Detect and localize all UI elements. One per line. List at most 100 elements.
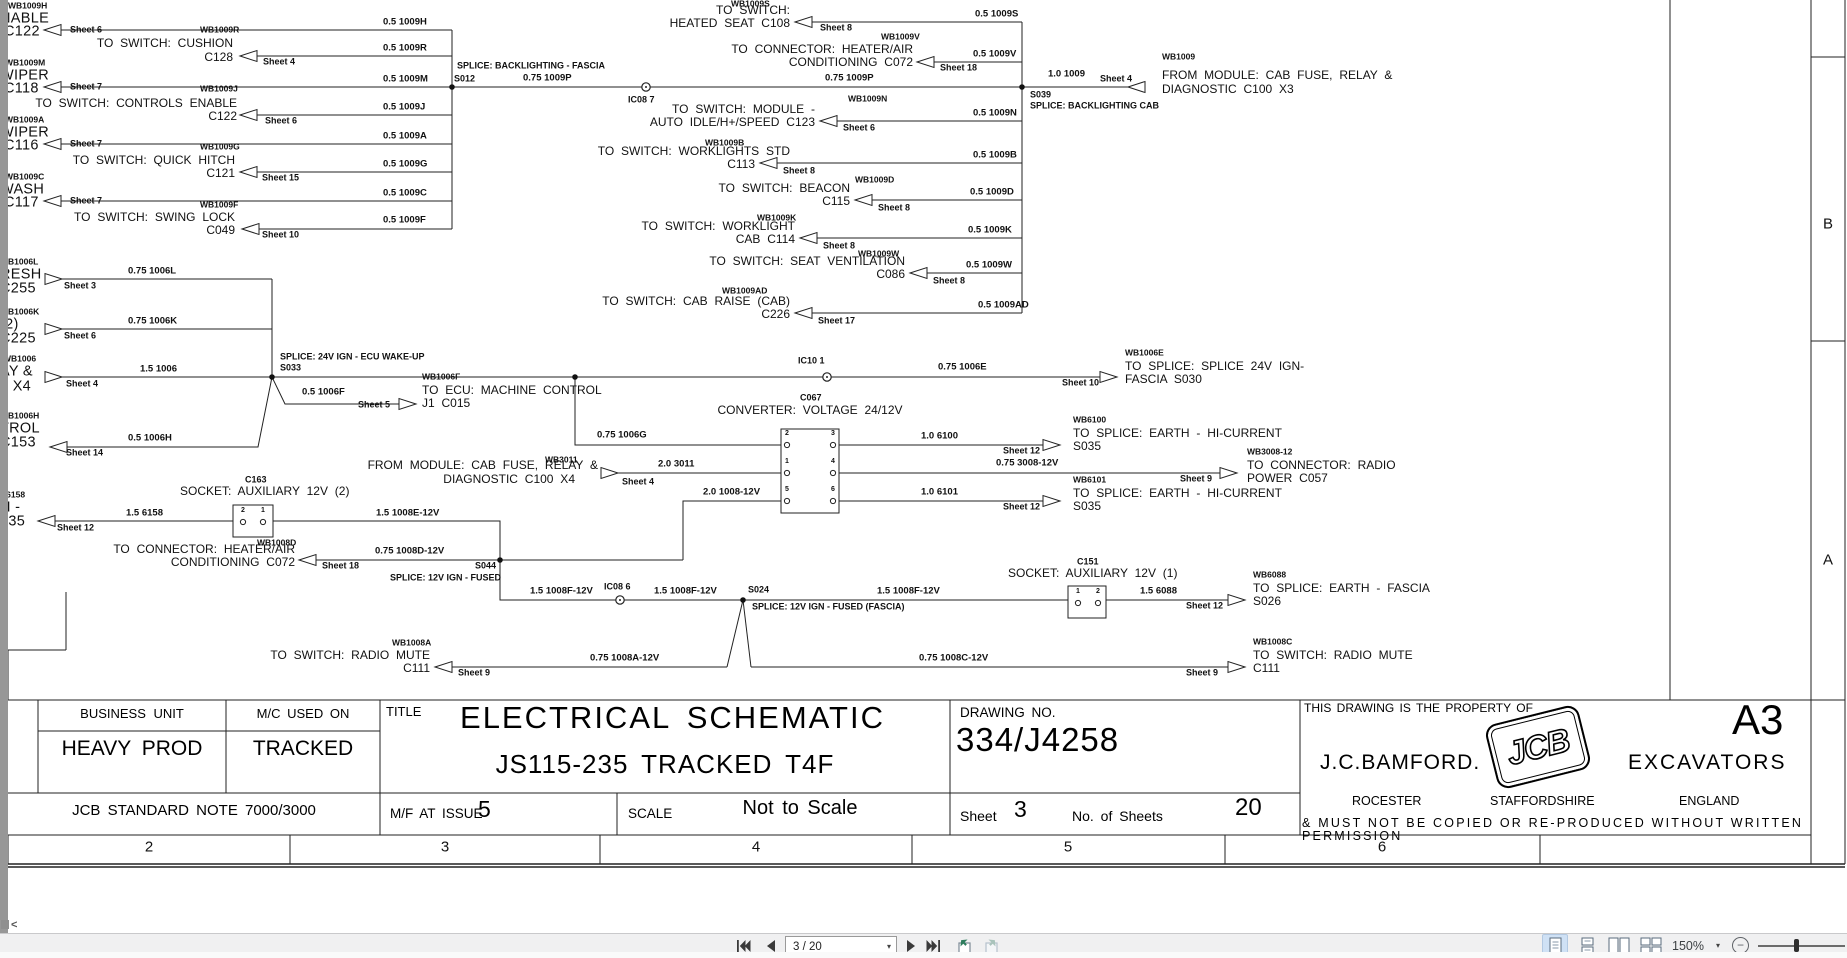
schematic-label: WASH xyxy=(0,182,44,198)
schematic-label: 0.5 1009W xyxy=(966,259,1012,270)
last-page-button[interactable] xyxy=(924,934,944,958)
schematic-label: TO SWITCH: CONTROLS ENABLE xyxy=(35,96,237,110)
inline-connector-center xyxy=(645,86,647,88)
address-rocester: ROCESTER xyxy=(1352,794,1422,808)
schematic-label: TO ECU: MACHINE CONTROL xyxy=(422,383,602,397)
pin-circle xyxy=(829,497,837,505)
wire xyxy=(50,376,273,448)
schematic-label: 0.5 1009G xyxy=(383,158,427,169)
schematic-label: Sheet 8 xyxy=(878,202,910,212)
zoom-dropdown-caret-icon[interactable]: ▾ xyxy=(1716,941,1721,950)
component-box xyxy=(232,504,274,538)
pin-number: 2 xyxy=(785,430,789,437)
schematic-label: S044 xyxy=(475,560,496,570)
schematic-label: 1.0 6100 xyxy=(921,430,958,441)
business-unit-label: BUSINESS UNIT xyxy=(80,706,184,721)
schematic-label: TO SWITCH: WORKLIGHT xyxy=(642,219,796,233)
schematic-label: 0.5 1006H xyxy=(128,432,172,443)
schematic-label: WB1006K xyxy=(0,306,40,316)
schematic-label: 1.5 6158 xyxy=(126,507,163,518)
flow-arrow xyxy=(1227,660,1247,674)
address-england: ENGLAND xyxy=(1679,794,1740,808)
schematic-label: 0.5 1009M xyxy=(383,73,428,84)
flow-arrow xyxy=(818,114,838,128)
zoom-slider-track[interactable] xyxy=(1758,945,1845,947)
border-column-number: 5 xyxy=(1064,838,1072,855)
junction-dot xyxy=(1019,84,1025,90)
schematic-label: 0.75 1006K xyxy=(128,315,177,326)
schematic-label: Sheet 8 xyxy=(783,165,815,175)
wire xyxy=(574,377,781,446)
schematic-label: 2.0 1008-12V xyxy=(703,486,761,497)
flow-arrow xyxy=(600,466,620,480)
schematic-label: 1.0 6101 xyxy=(921,486,959,497)
sidebar-toggle-icon[interactable]: < xyxy=(1,919,31,932)
schematic-label: CONDITIONING C072 xyxy=(171,555,296,569)
schematic-label: C121 xyxy=(206,166,235,180)
schematic-label: 1.5 6088 xyxy=(1140,585,1177,596)
toolbar-bottom-strip xyxy=(0,952,1847,958)
schematic-label: 0.75 1006L xyxy=(128,265,176,276)
schematic-label: 0.75 1006E xyxy=(938,361,987,372)
schematic-label: TO SWITCH: RADIO MUTE xyxy=(270,648,430,662)
schematic-label: Sheet 12 xyxy=(1003,501,1040,511)
border-column-number: 6 xyxy=(1378,838,1386,855)
schematic-label: SPLICE: 12V IGN - FUSED (FASCIA) xyxy=(752,601,905,611)
schematic-label: WB3011 xyxy=(545,454,578,464)
schematic-label: WB6100 xyxy=(1073,414,1106,424)
property-line: THIS DRAWING IS THE PROPERTY OF xyxy=(1304,701,1533,715)
pin-number: 5 xyxy=(785,486,789,493)
schematic-label: TO SPLICE: EARTH - HI-CURRENT xyxy=(1073,486,1283,500)
flow-arrow xyxy=(853,193,873,207)
wire xyxy=(499,560,1068,601)
schematic-label: Sheet 7 xyxy=(70,195,102,205)
schematic-label: C226 xyxy=(761,307,790,321)
drawing-title-line1: ELECTRICAL SCHEMATIC xyxy=(460,700,885,735)
schematic-label: Sheet 4 xyxy=(263,56,295,66)
schematic-label: Sheet 9 xyxy=(1186,667,1218,677)
company-name-right: EXCAVATORS xyxy=(1628,751,1787,774)
zoom-slider-handle[interactable] xyxy=(1794,939,1799,952)
schematic-label: SPLICE: 24V IGN - ECU WAKE-UP xyxy=(280,351,425,361)
schematic-label: C086 xyxy=(876,267,905,281)
schematic-label: FASCIA S030 xyxy=(1125,372,1202,386)
next-page-button[interactable] xyxy=(903,934,919,958)
address-staffordshire: STAFFORDSHIRE xyxy=(1490,794,1595,808)
schematic-label: S039 xyxy=(1030,89,1051,99)
pin-circle xyxy=(1074,599,1082,607)
scale-value: Not to Scale xyxy=(742,797,858,819)
schematic-label: CONDITIONING C072 xyxy=(789,55,914,69)
schematic-label: C115 xyxy=(822,194,850,208)
zoom-level[interactable]: 150% xyxy=(1672,939,1704,953)
schematic-label: TO SWITCH: BEACON xyxy=(719,181,850,195)
schematic-label: WB6088 xyxy=(1253,569,1286,579)
flow-arrow xyxy=(1042,494,1062,508)
schematic-label: 0.5 1009C xyxy=(383,187,427,198)
schematic-label: TO SWITCH: WORKLIGHTS STD xyxy=(598,144,791,158)
schematic-label: IC10 1 xyxy=(798,355,825,365)
schematic-label: C049 xyxy=(206,223,235,237)
schematic-label: 0.75 1009P xyxy=(825,72,874,83)
schematic-label: Sheet 6 xyxy=(70,24,102,34)
schematic-label: 0.75 1008A-12V xyxy=(590,652,660,663)
schematic-label: 0.5 1009A xyxy=(383,130,427,141)
schematic-label: WB1009H xyxy=(8,0,47,10)
schematic-label: WB1008C xyxy=(1253,636,1292,646)
schematic-label: IC08 6 xyxy=(604,581,631,591)
flow-arrow xyxy=(793,306,813,320)
schematic-label: Sheet 10 xyxy=(262,229,299,239)
inline-connector-center xyxy=(826,376,828,378)
first-page-button[interactable] xyxy=(733,934,753,958)
previous-page-button[interactable] xyxy=(762,934,778,958)
flow-arrow xyxy=(1042,438,1062,452)
component-box xyxy=(780,428,840,514)
schematic-label: Sheet 7 xyxy=(70,81,102,91)
schematic-label: 0.75 1006G xyxy=(597,429,647,440)
schematic-label: C111 xyxy=(1253,661,1280,675)
schematic-label: 2.0 3011 xyxy=(658,458,695,469)
schematic-label: SOCKET: AUXILIARY 12V (2) xyxy=(180,484,349,498)
schematic-label: WB1009C xyxy=(5,171,44,181)
schematic-label: WB1009J xyxy=(200,83,238,93)
schematic-label: CAB C114 xyxy=(736,232,796,246)
wire xyxy=(742,599,752,668)
